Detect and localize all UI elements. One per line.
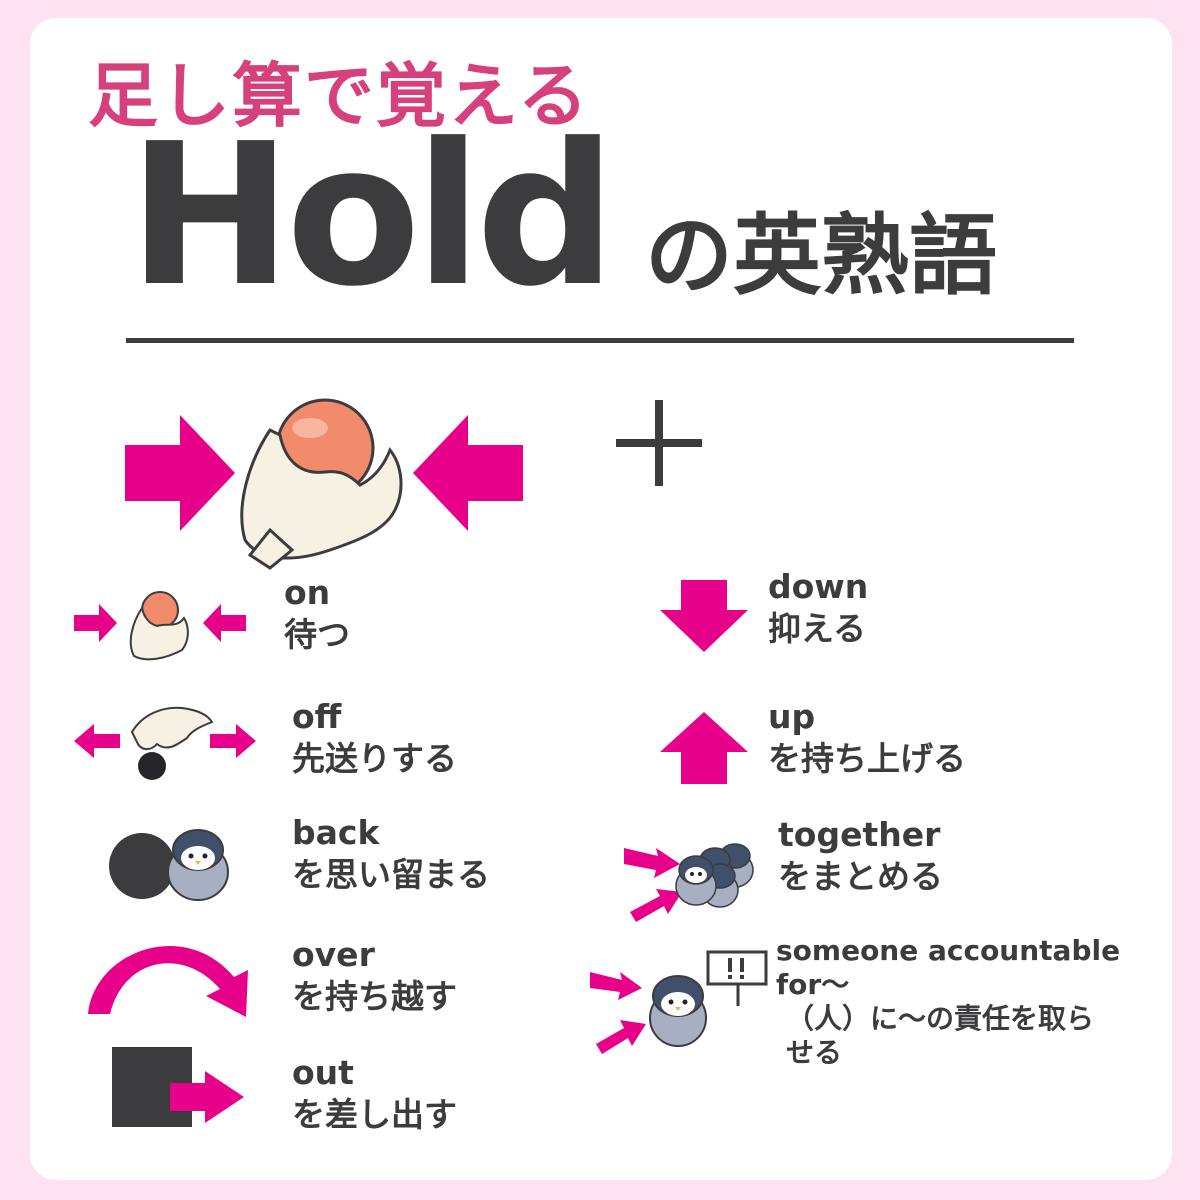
phrase-en: back <box>292 813 380 852</box>
phrase-en: up <box>768 697 816 736</box>
curved-arrow-icon <box>88 945 248 1017</box>
phrase-en: together <box>778 815 941 854</box>
phrase-on: on 待つ <box>284 572 350 656</box>
phrase-en: down <box>768 567 869 606</box>
phrase-jp: 待つ <box>284 615 350 654</box>
phrase-jp: を思い留まる <box>292 855 490 894</box>
plus-icon <box>616 400 702 486</box>
phrase-down: down 抑える <box>768 566 868 650</box>
phrase-jp: を持ち越す <box>292 977 457 1016</box>
phrase-together: together をまとめる <box>778 814 943 898</box>
phrase-en: off <box>292 697 342 736</box>
phrase-jp: をまとめる <box>778 857 943 896</box>
square-out-arrow-icon <box>112 1047 244 1127</box>
phrase-back: back を思い留まる <box>292 812 490 896</box>
phrase-en: over <box>292 935 375 974</box>
hold-hero-icon <box>125 398 523 570</box>
penguin-group-icon <box>624 843 754 922</box>
down-arrow-icon <box>660 580 748 652</box>
hold-ball-hand-icon <box>74 591 246 661</box>
phrase-out: out を差し出す <box>292 1052 457 1136</box>
phrase-en: someone accountable for〜 <box>776 934 1121 1001</box>
phrase-someone-accountable: someone accountable for〜 （人）に〜の責任を取ら せる <box>776 934 1120 1070</box>
penguin-sign-icon <box>590 950 768 1054</box>
phrase-en: out <box>292 1053 354 1092</box>
phrase-over: over を持ち越す <box>292 934 457 1018</box>
title-suffix: の英熟語 <box>645 204 998 307</box>
subtitle: 足し算で覚える <box>88 55 590 137</box>
phrase-en: on <box>284 573 331 612</box>
up-arrow-icon <box>660 712 748 784</box>
release-ball-hand-icon <box>74 706 256 780</box>
phrase-jp: 抑える <box>768 609 867 648</box>
title-underline <box>126 338 1074 343</box>
phrase-jp: を持ち上げる <box>768 739 966 778</box>
phrase-jp: （人）に〜の責任を取ら せる <box>786 1002 1095 1069</box>
phrase-off: off 先送りする <box>292 696 457 780</box>
phrase-jp: 先送りする <box>292 739 457 778</box>
phrase-up: up を持ち上げる <box>768 696 966 780</box>
penguin-behind-ball-icon <box>109 829 229 901</box>
title-word: Hold <box>128 102 616 330</box>
phrase-jp: を差し出す <box>292 1095 457 1134</box>
